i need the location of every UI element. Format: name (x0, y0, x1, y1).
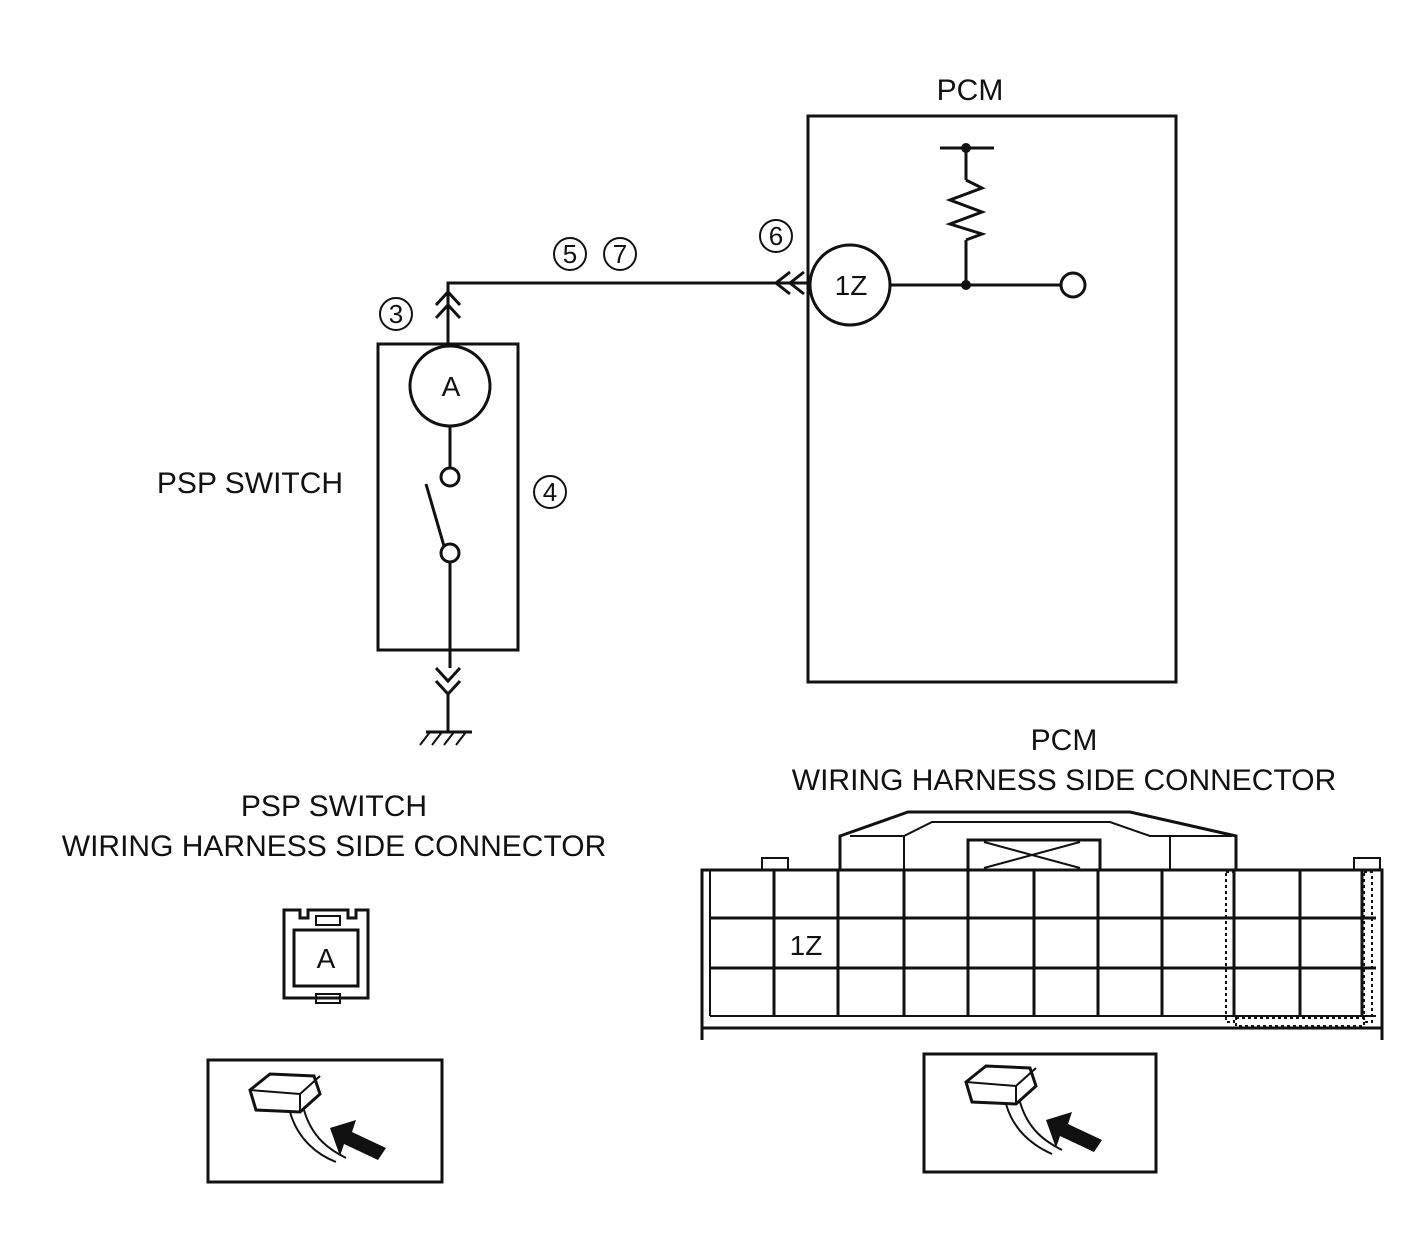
ground-connector-chevron (434, 666, 462, 732)
ground-icon (419, 730, 472, 746)
psp-top-connector-chevron (434, 289, 462, 320)
svg-text:4: 4 (543, 477, 557, 507)
pcm-input-terminal (1059, 271, 1087, 299)
pcm-view-direction-icon (922, 1052, 1158, 1174)
pcm-terminal-1z-circle (808, 243, 892, 327)
psp-connector-terminal-a: A (317, 943, 336, 974)
step-marker-4: 4 (533, 475, 567, 509)
psp-view-direction-icon (206, 1058, 444, 1184)
step-marker-3: 3 (379, 297, 413, 331)
pressure-switch-contact (424, 426, 461, 668)
psp-connector-title-1: PSP SWITCH (241, 790, 427, 823)
svg-text:3: 3 (389, 299, 403, 329)
psp-terminal-a-label: A (442, 371, 461, 402)
psp-switch-label: PSP SWITCH (157, 467, 343, 500)
psp-connector-title-2: WIRING HARNESS SIDE CONNECTOR (62, 830, 607, 863)
svg-text:7: 7 (613, 239, 627, 269)
pcm-connector-terminal-1z: 1Z (790, 930, 823, 961)
pcm-connector-title-1: PCM (1031, 724, 1098, 757)
step-marker-5: 5 (553, 237, 587, 271)
pcm-terminal-1z-label: 1Z (835, 270, 868, 301)
svg-text:6: 6 (769, 221, 783, 251)
pcm-connector-face (700, 810, 1384, 1040)
pcm-connector-title-2: WIRING HARNESS SIDE CONNECTOR (792, 764, 1337, 797)
pcm-title: PCM (937, 74, 1004, 107)
step-marker-6: 6 (759, 219, 793, 253)
svg-text:5: 5 (563, 239, 577, 269)
signal-wire (446, 281, 808, 345)
step-marker-7: 7 (603, 237, 637, 271)
psp-connector-face (282, 908, 370, 1004)
psp-switch-box (376, 342, 520, 652)
pull-up-resistor (940, 143, 994, 290)
pcm-connector-chevron (773, 270, 805, 296)
pcm-box (806, 114, 1178, 684)
